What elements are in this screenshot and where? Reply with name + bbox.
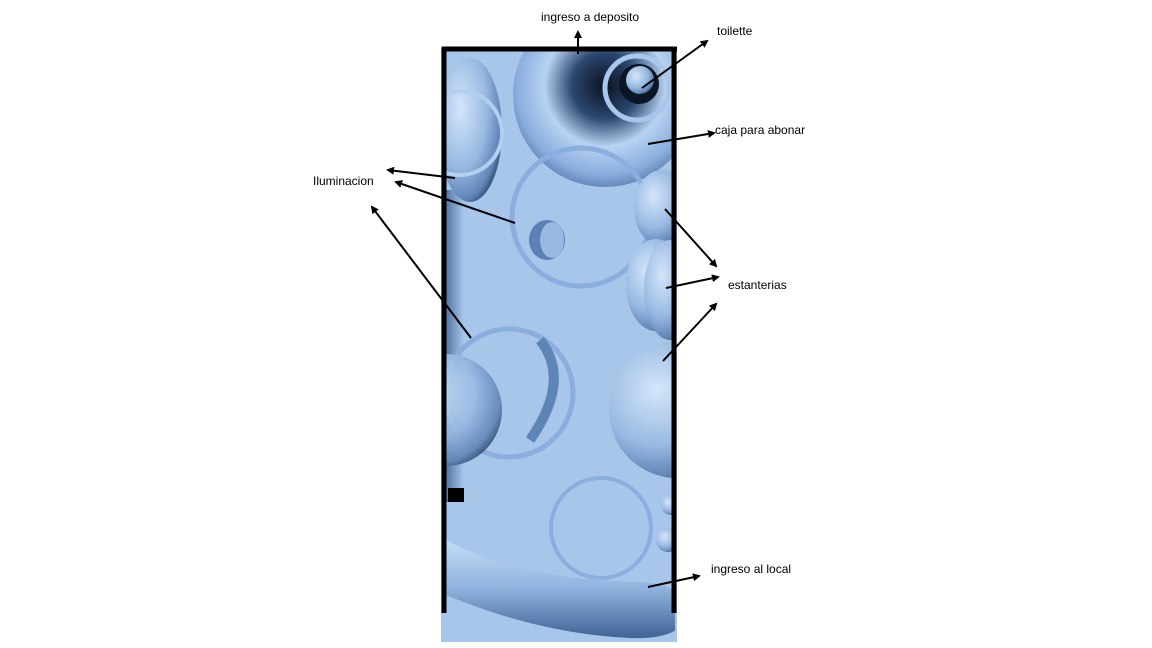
lighting-ring-bottom <box>549 476 653 580</box>
arrow-estanterias-1 <box>664 208 718 268</box>
shelf-sphere-3 <box>644 240 675 340</box>
lighting-sphere-lower-left <box>444 354 502 466</box>
toilette-fixture <box>626 66 654 94</box>
cylinder-fixture-top <box>540 222 564 258</box>
label-caja: caja para abonar <box>715 123 806 137</box>
arrow-estanterias-2 <box>665 274 720 289</box>
small-sphere-right-2 <box>656 528 675 552</box>
toilette-ring-outer <box>602 53 672 123</box>
label-iluminacion: Iluminacion <box>313 174 374 188</box>
lighting-sphere-top-left <box>444 58 502 202</box>
arrow-toilette <box>641 39 709 89</box>
lighting-ring-lower-arc <box>525 336 559 443</box>
left-wall-base <box>448 488 464 502</box>
label-ingreso-deposito: ingreso a deposito <box>541 10 640 24</box>
label-toilette: toilette <box>717 24 753 38</box>
annotation-arrows <box>370 30 720 588</box>
arrow-ingreso-local <box>647 573 701 588</box>
arrow-iluminacion-2 <box>394 180 516 224</box>
lighting-ring-top-left <box>444 89 504 177</box>
shelf-sphere-large <box>609 342 675 478</box>
arrow-estanterias-3 <box>662 302 718 362</box>
label-ingreso-local: ingreso al local <box>711 562 792 576</box>
arrow-caja <box>647 130 716 145</box>
label-estanterias: estanterias <box>728 278 787 292</box>
small-sphere-right <box>661 495 675 515</box>
shelf-sphere-1 <box>634 170 675 246</box>
arrow-iluminacion-1 <box>386 166 456 179</box>
arrow-iluminacion-3 <box>370 205 472 339</box>
entrance-counter <box>446 540 675 639</box>
